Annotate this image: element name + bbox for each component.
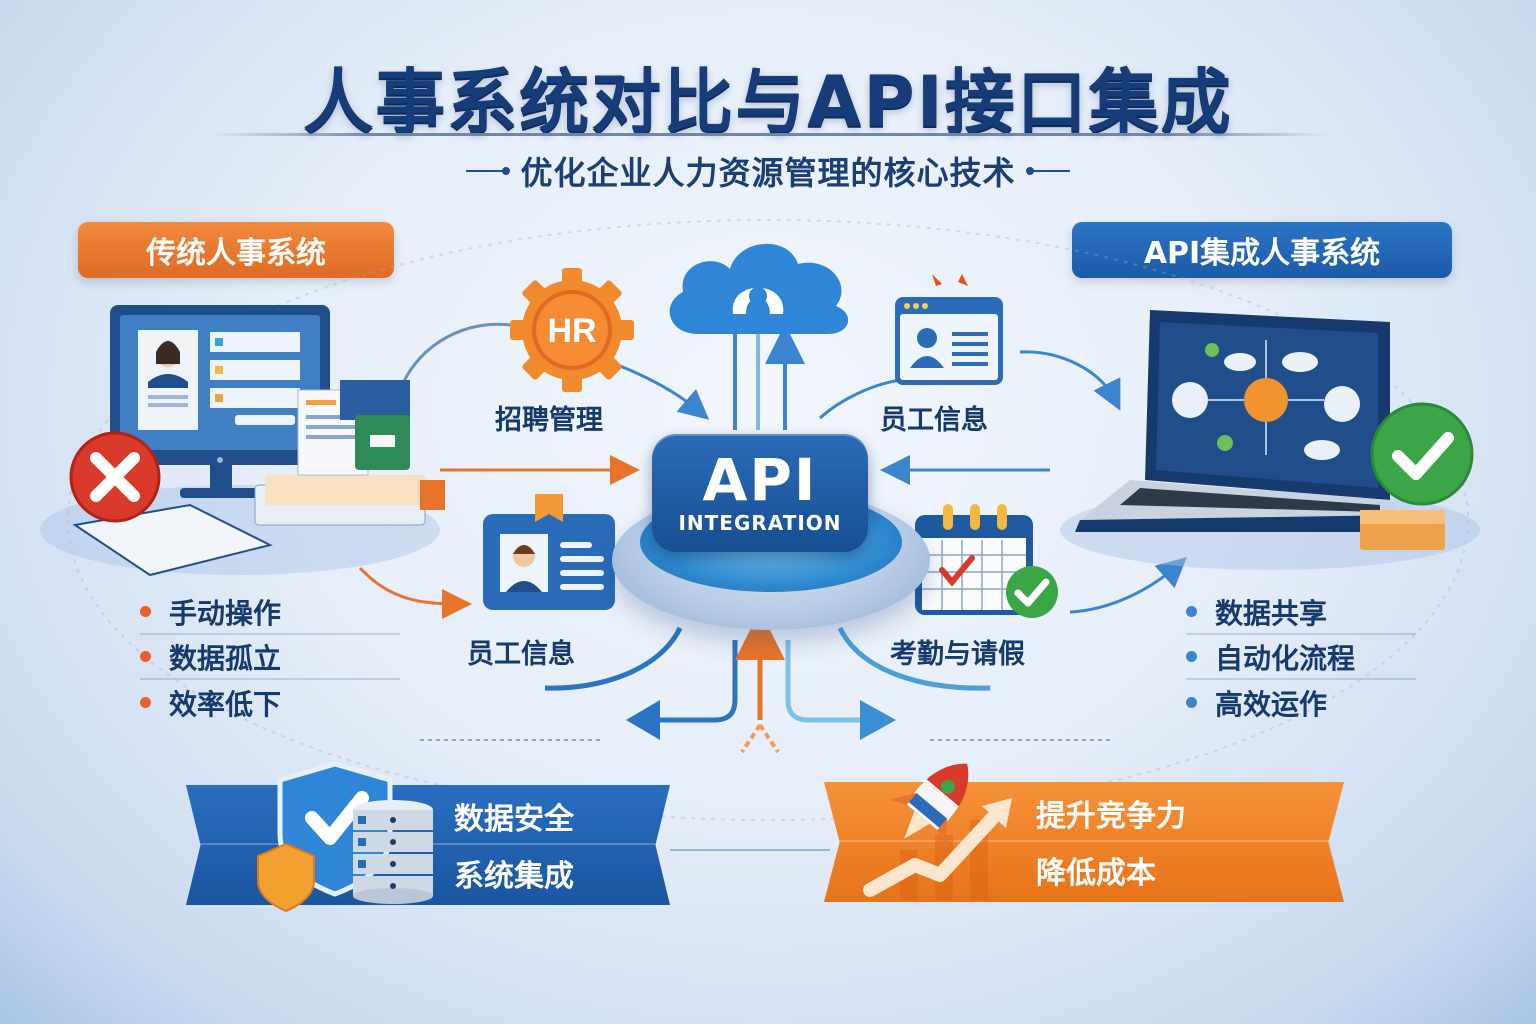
- list-item: 手动操作: [140, 590, 400, 635]
- rocket-icon: [888, 763, 969, 848]
- bullet-dot: [1186, 651, 1197, 662]
- bullet-text: 数据孤立: [169, 641, 282, 675]
- bullet-dot: [140, 697, 151, 708]
- api-benefits-list: 数据共享 自动化流程 高效运作: [1186, 590, 1416, 725]
- bullet-text: 自动化流程: [1215, 641, 1356, 675]
- list-item: 高效运作: [1186, 680, 1416, 725]
- banner-line: 提升竞争力: [824, 786, 1344, 842]
- bullet-dot: [1186, 697, 1197, 708]
- growth-arrow-icon: [863, 798, 1012, 900]
- bullet-dot: [1186, 606, 1197, 617]
- list-item: 数据孤立: [140, 635, 400, 680]
- bullet-dot: [140, 606, 151, 617]
- traditional-drawbacks-list: 手动操作 数据孤立 效率低下: [140, 590, 400, 725]
- bullet-text: 数据共享: [1215, 596, 1328, 630]
- x-circle-icon: [69, 431, 161, 523]
- calendar-check-icon: [915, 504, 1058, 618]
- banner-line: 系统集成: [454, 859, 574, 894]
- node-label-recruitment: 招聘管理: [495, 405, 603, 436]
- cloud-icon: [669, 243, 849, 334]
- api-system-header: API集成人事系统: [1072, 222, 1452, 278]
- check-circle-icon: [1370, 402, 1474, 506]
- banner-line: 降低成本: [1036, 856, 1156, 891]
- list-item: 数据共享: [1186, 590, 1416, 635]
- traditional-system-header: 传统人事系统: [78, 222, 394, 278]
- node-label-employee-info-top: 员工信息: [880, 405, 988, 436]
- api-sublabel: INTEGRATION: [678, 511, 842, 535]
- bullet-text: 效率低下: [169, 687, 282, 721]
- node-label-employee-info-bottom: 员工信息: [467, 639, 575, 670]
- node-label-attendance: 考勤与请假: [890, 639, 1025, 670]
- profile-window-icon: [895, 274, 1003, 385]
- bullet-text: 高效运作: [1215, 687, 1328, 721]
- id-badge-icon: [483, 494, 615, 610]
- api-laptop-illustration: [1060, 310, 1480, 570]
- bullet-text: 手动操作: [169, 596, 282, 630]
- page-title: 人事系统对比与API接口集成: [303, 61, 1233, 143]
- page-subtitle: 优化企业人力资源管理的核心技术: [520, 154, 1016, 192]
- subtitle-left-rule: [466, 167, 511, 175]
- list-item: 自动化流程: [1186, 635, 1416, 680]
- bullet-dot: [140, 651, 151, 662]
- api-label: API: [702, 446, 818, 514]
- database-icon: [353, 800, 433, 904]
- subtitle-right-rule: [1025, 167, 1070, 175]
- subtitle-row: 优化企业人力资源管理的核心技术: [0, 148, 1536, 194]
- svg-text:HR: HR: [547, 312, 596, 350]
- api-integration-hub: API INTEGRATION: [652, 434, 868, 552]
- list-item: 效率低下: [140, 680, 400, 725]
- hr-gear-icon: HR: [510, 268, 634, 392]
- title-divider: [210, 133, 1330, 136]
